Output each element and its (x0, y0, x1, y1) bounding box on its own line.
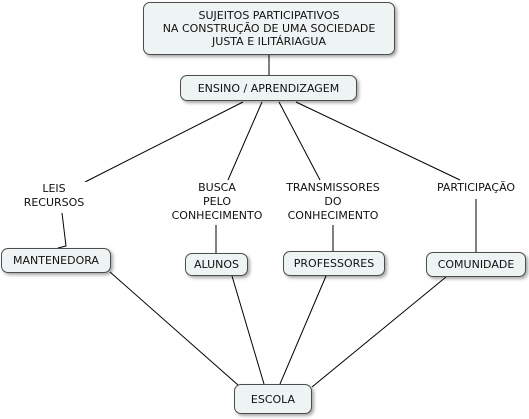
root-concept-line-2: NA CONSTRUÇÃO DE UMA SOCIEDADE (162, 22, 376, 35)
link-label-transmissores-conhecimento: TRANSMISSORES DO CONHECIMENTO (274, 181, 392, 223)
alunos-label: ALUNOS (193, 258, 240, 271)
edge-professores-escola (279, 275, 327, 385)
escola-node[interactable]: ESCOLA (234, 384, 312, 414)
comunidade-node[interactable]: COMUNIDADE (426, 252, 526, 277)
ensino-aprendizagem-node[interactable]: ENSINO / APRENDIZAGEM (180, 75, 357, 101)
edge-comunidade-escola (311, 276, 447, 388)
edge-ensino-participacao (295, 101, 461, 181)
comunidade-label: COMUNIDADE (437, 258, 515, 271)
root-concept-line-3: JUSTA E ILITÁRIAGUA (212, 35, 326, 48)
edge-ensino-leis (84, 101, 244, 183)
link-label-busca-conhecimento: BUSCA PELO CONHECIMENTO (160, 181, 274, 223)
professores-label: PROFESSORES (293, 257, 375, 270)
link-label-leis-recursos: LEIS RECURSOS (14, 182, 94, 210)
root-concept-line-1: SUJEITOS PARTICIPATIVOS (198, 9, 340, 22)
edge-mantenedora-escola (109, 271, 239, 386)
alunos-node[interactable]: ALUNOS (185, 253, 248, 276)
mantenedora-node[interactable]: MANTENEDORA (1, 248, 111, 273)
root-concept-node[interactable]: SUJEITOS PARTICIPATIVOS NA CONSTRUÇÃO DE… (143, 2, 395, 55)
edge-ensino-busca (227, 101, 263, 181)
edge-leis-mantenedora (57, 212, 67, 249)
mantenedora-label: MANTENEDORA (13, 254, 99, 267)
edge-ensino-transmissores (278, 101, 321, 181)
ensino-aprendizagem-label: ENSINO / APRENDIZAGEM (197, 81, 340, 95)
link-label-participacao: PARTICIPAÇÃO (424, 181, 528, 195)
edge-alunos-escola (231, 275, 265, 385)
escola-label: ESCOLA (250, 392, 296, 406)
professores-node[interactable]: PROFESSORES (283, 251, 385, 276)
